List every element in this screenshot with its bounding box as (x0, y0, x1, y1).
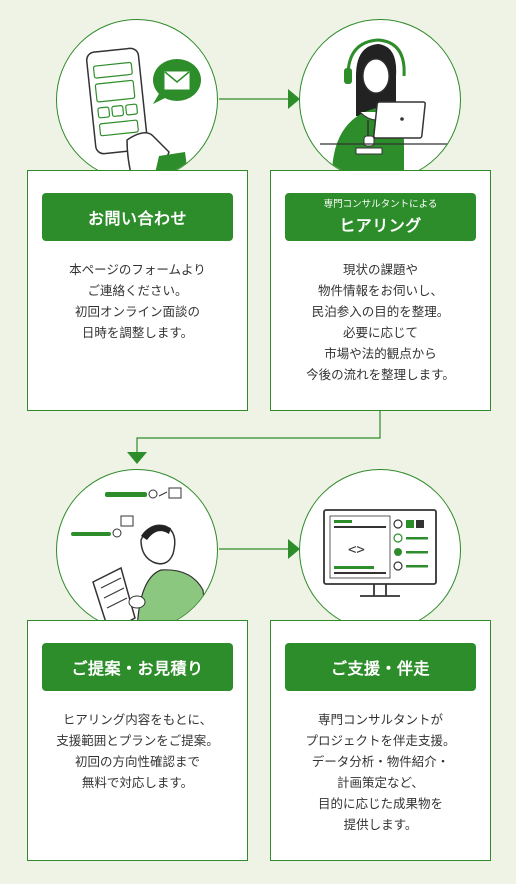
step3-description: ヒアリング内容をもとに、 支援範囲とプランをご提案。 初回の方向性確認まで 無料… (34, 709, 241, 793)
step3-line: 初回の方向性確認まで (74, 754, 200, 769)
step2-description: 現状の課題や 物件情報をお伺いし、 民泊参入の目的を整理。 必要に応じて 市場や… (277, 259, 484, 385)
step1-header: お問い合わせ (42, 193, 233, 241)
arrow-down-icon (127, 452, 147, 464)
step4-line: 計画策定など、 (337, 775, 424, 790)
step3-header: ご提案・お見積り (42, 643, 233, 691)
step1-description: 本ページのフォームより ご連絡ください。 初回オンライン面談の 日時を調整します… (34, 259, 241, 343)
step2-line: 必要に応じて (342, 325, 418, 340)
step1-card: お問い合わせ 本ページのフォームより ご連絡ください。 初回オンライン面談の 日… (27, 170, 248, 411)
step3-line: ヒアリング内容をもとに、 (62, 712, 213, 727)
step3-card: ご提案・お見積り ヒアリング内容をもとに、 支援範囲とプランをご提案。 初回の方… (27, 620, 248, 861)
step2-subtitle: 専門コンサルタントによる (323, 198, 438, 210)
step4-card: ご支援・伴走 専門コンサルタントが プロジェクトを伴走支援。 データ分析・物件紹… (270, 620, 491, 861)
step4-line: データ分析・物件紹介・ (311, 754, 450, 769)
step1-illustration (56, 19, 218, 181)
step2-line: 市場や法的観点から (324, 346, 437, 361)
step4-illustration: <> (299, 469, 461, 631)
step3-line: 無料で対応します。 (81, 775, 194, 790)
step4-line: プロジェクトを伴走支援。 (305, 733, 456, 748)
monitor-dashboard-icon: <> (323, 509, 437, 597)
step1-line: ご連絡ください。 (87, 283, 188, 298)
svg-text:<>: <> (348, 542, 365, 558)
step4-line: 目的に応じた成果物を (317, 796, 443, 811)
step2-line: 物件情報をお伺いし、 (317, 283, 443, 298)
consultant-headset-laptop-icon (320, 38, 450, 180)
step4-line: 提供します。 (343, 817, 418, 832)
step2-card: 専門コンサルタントによる ヒアリング 現状の課題や 物件情報をお伺いし、 民泊参… (270, 170, 491, 411)
step1-line: 日時を調整します。 (81, 325, 194, 340)
step3-illustration (56, 469, 218, 631)
step4-description: 専門コンサルタントが プロジェクトを伴走支援。 データ分析・物件紹介・ 計画策定… (277, 709, 484, 835)
step4-header: ご支援・伴走 (285, 643, 476, 691)
step2-title: ヒアリング (339, 215, 422, 235)
step4-line: 専門コンサルタントが (317, 712, 443, 727)
proposal-document-icon (71, 487, 208, 630)
step2-illustration (299, 19, 461, 181)
step2-line: 民泊参入の目的を整理。 (311, 304, 450, 319)
step2-line: 現状の課題や (342, 262, 418, 277)
step2-line: 今後の流れを整理します。 (306, 367, 455, 382)
step1-line: 初回オンライン面談の (74, 304, 200, 319)
step3-title: ご提案・お見積り (71, 659, 204, 678)
step3-line: 支援範囲とプランをご提案。 (56, 733, 219, 748)
step4-title: ご支援・伴走 (330, 659, 430, 678)
step1-title: お問い合わせ (87, 209, 187, 228)
step2-header: 専門コンサルタントによる ヒアリング (285, 193, 476, 241)
smartphone-mail-icon (85, 47, 201, 180)
step1-line: 本ページのフォームより (69, 262, 206, 277)
